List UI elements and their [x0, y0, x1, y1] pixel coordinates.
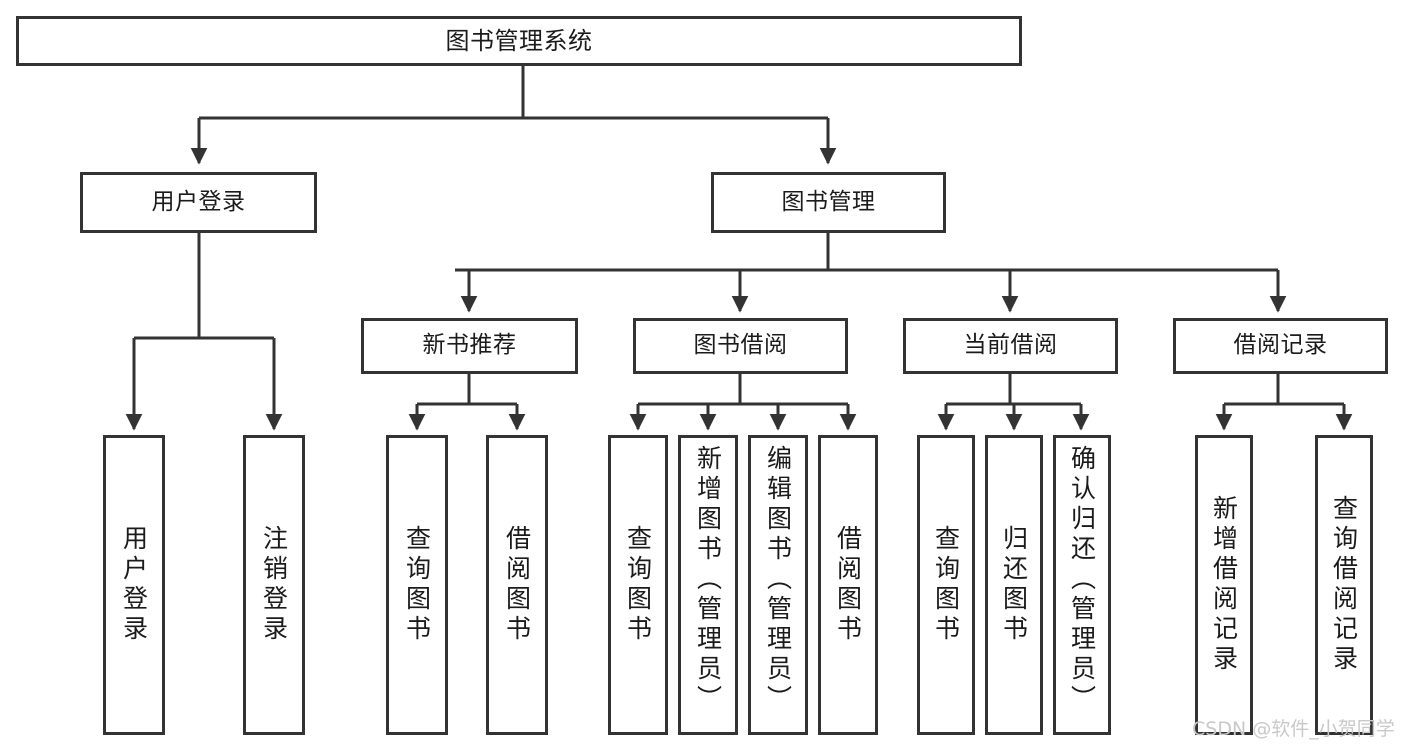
node-new-book-recommend[interactable]: 新书推荐	[361, 318, 578, 374]
node-label: 新增借阅记录	[1209, 495, 1239, 675]
node-label: 用户登录	[151, 188, 246, 215]
node-label: 编辑图书（管理员）	[763, 445, 793, 715]
node-label: 借阅图书	[833, 525, 863, 645]
leaf-borrow-edit-book-admin[interactable]: 编辑图书（管理员）	[748, 435, 808, 735]
node-book-borrow[interactable]: 图书借阅	[633, 318, 848, 374]
node-book-management[interactable]: 图书管理	[711, 172, 946, 233]
node-label: 新增图书（管理员）	[693, 445, 723, 715]
leaf-current-query-book[interactable]: 查询图书	[917, 435, 975, 735]
node-label: 图书借阅	[693, 332, 788, 359]
leaf-user-login-signout[interactable]: 注销登录	[243, 435, 305, 735]
node-label: 查询图书	[402, 525, 432, 645]
leaf-borrow-query-book[interactable]: 查询图书	[608, 435, 668, 735]
node-user-login[interactable]: 用户登录	[80, 172, 317, 233]
leaf-new-book-query[interactable]: 查询图书	[386, 435, 448, 735]
node-label: 借阅记录	[1233, 332, 1328, 359]
node-root-system[interactable]: 图书管理系统	[16, 16, 1022, 66]
node-label: 查询借阅记录	[1329, 495, 1359, 675]
leaf-borrow-add-book-admin[interactable]: 新增图书（管理员）	[678, 435, 738, 735]
leaf-current-return-book[interactable]: 归还图书	[985, 435, 1043, 735]
node-label: 用户登录	[119, 525, 149, 645]
node-label: 当前借阅	[963, 332, 1058, 359]
node-label: 确认归还（管理员）	[1067, 445, 1097, 715]
node-label: 查询图书	[623, 525, 653, 645]
node-label: 新书推荐	[422, 332, 517, 359]
node-current-borrow[interactable]: 当前借阅	[903, 318, 1118, 374]
leaf-new-book-borrow[interactable]: 借阅图书	[486, 435, 548, 735]
leaf-borrow-borrow-book[interactable]: 借阅图书	[818, 435, 878, 735]
node-label: 归还图书	[999, 525, 1029, 645]
node-label: 注销登录	[259, 525, 289, 645]
leaf-record-query-record[interactable]: 查询借阅记录	[1315, 435, 1373, 735]
node-label: 查询图书	[931, 525, 961, 645]
node-label: 图书管理	[781, 188, 876, 215]
node-borrow-record[interactable]: 借阅记录	[1173, 318, 1388, 374]
leaf-user-login-signin[interactable]: 用户登录	[103, 435, 165, 735]
node-label: 图书管理系统	[445, 26, 593, 55]
leaf-record-add-record[interactable]: 新增借阅记录	[1195, 435, 1253, 735]
node-label: 借阅图书	[502, 525, 532, 645]
leaf-current-confirm-return-admin[interactable]: 确认归还（管理员）	[1053, 435, 1111, 735]
